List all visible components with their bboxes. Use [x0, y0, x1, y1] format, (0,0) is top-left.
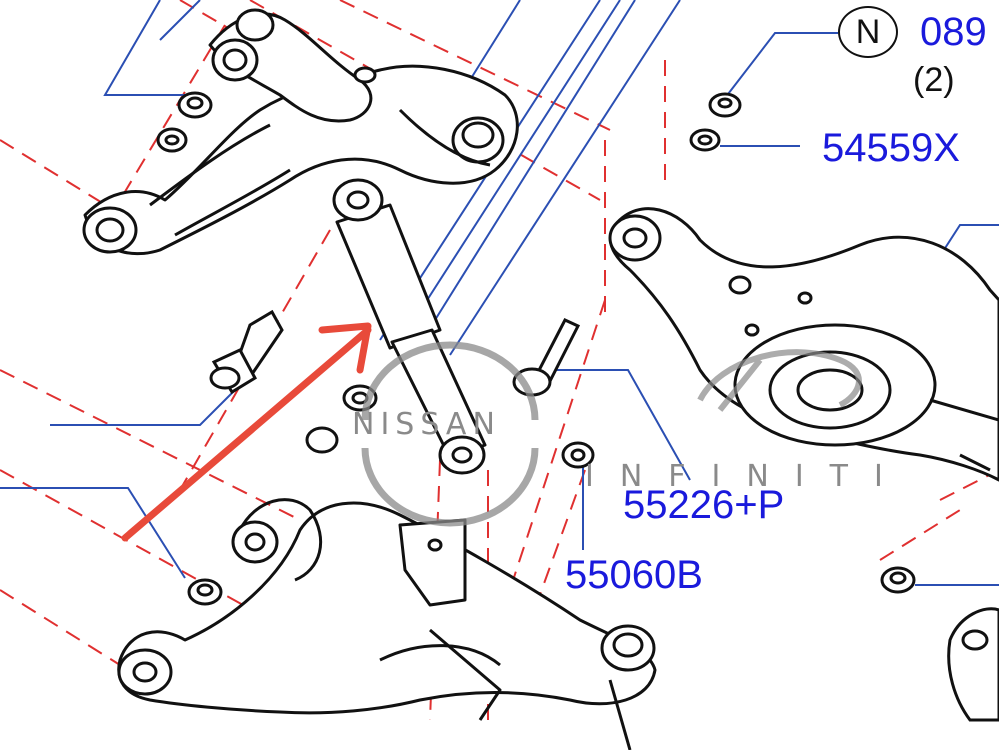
- lower-control-arm-left: [117, 498, 657, 750]
- callout-label-55060b[interactable]: 55060B: [565, 553, 703, 597]
- infiniti-logo-watermark: [697, 349, 862, 412]
- callout-label-089[interactable]: 089: [920, 10, 987, 54]
- washers: [187, 92, 916, 606]
- quantity-label: (2): [913, 61, 955, 99]
- red-arrow-pointer: [121, 322, 372, 542]
- mounting-bolt-center: [512, 318, 581, 397]
- callout-label-55226p[interactable]: 55226+P: [623, 483, 785, 527]
- nissan-watermark-text: NISSAN: [352, 407, 501, 442]
- infiniti-watermark-text: INFINITI: [585, 459, 909, 494]
- upper-control-arm: [82, 8, 519, 256]
- upper-bushings: [156, 91, 213, 153]
- new-part-badge: N: [838, 6, 898, 58]
- nissan-logo-watermark: [361, 341, 539, 527]
- bracket-bottom-right: [947, 607, 999, 722]
- lower-control-arm-right: [608, 207, 999, 482]
- callout-label-54559x[interactable]: 54559X: [822, 126, 960, 170]
- shock-absorber: [332, 178, 487, 475]
- mounting-bolt-left: [209, 309, 284, 395]
